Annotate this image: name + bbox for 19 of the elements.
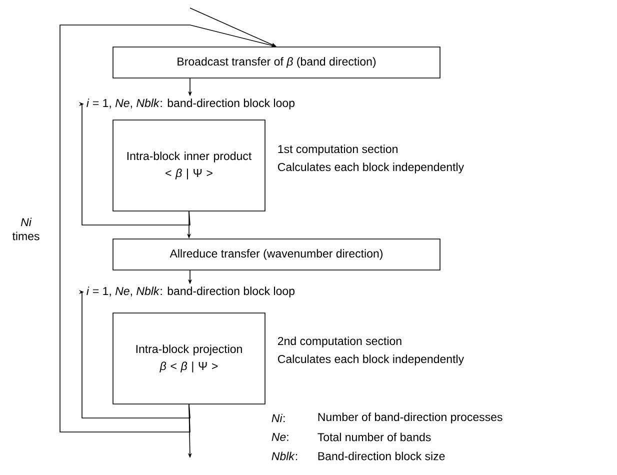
process-box: Broadcast transfer of β (band direction) <box>112 46 440 78</box>
arrow <box>78 290 190 418</box>
process-box: Intra-block inner product < β | Ψ > <box>112 120 266 212</box>
process-box: Allreduce transfer (wavenumber direction) <box>112 238 440 270</box>
annotation-text: Calculates each block independently <box>278 354 464 366</box>
arrow <box>78 102 190 226</box>
annotation-text: 2nd computation section <box>278 336 402 348</box>
loop-label: i = 1, Ne, Nblk: band-direction block loop <box>86 98 294 110</box>
note-text: Number of band-direction processes <box>318 412 502 424</box>
process-box: Intra-block projection β < β | Ψ > <box>112 312 266 404</box>
note-text: Ni: <box>272 414 285 422</box>
note-text: Ne: <box>272 433 288 442</box>
note-text: Band-direction block size <box>318 452 445 460</box>
loop-label: i = 1, Ne, Nblk: band-direction block loop <box>86 286 294 298</box>
annotation-text: 1st computation section <box>278 144 398 156</box>
note-text: Total number of bands <box>318 432 431 442</box>
note-text: Ni times <box>12 218 40 240</box>
note-text: Nblk: <box>272 452 298 460</box>
annotation-text: Calculates each block independently <box>278 162 464 174</box>
